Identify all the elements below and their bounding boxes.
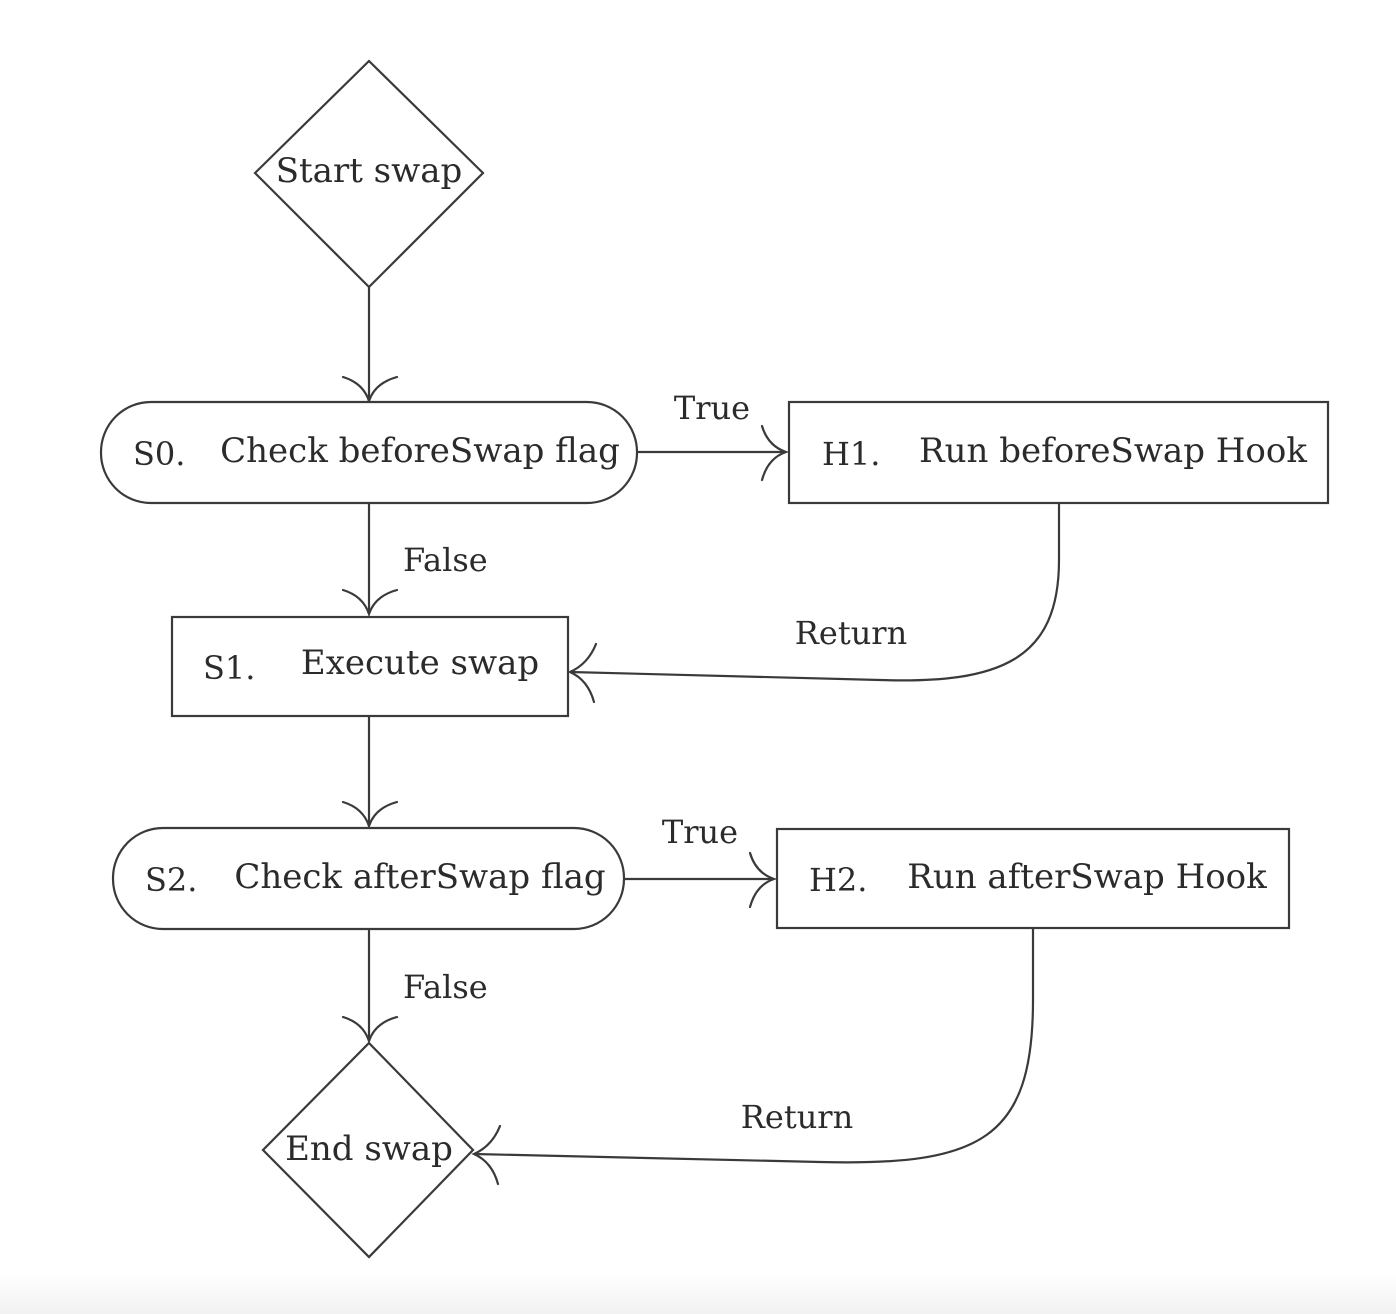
h2-label: Run afterSwap Hook — [907, 857, 1267, 897]
start-node: Start swap — [253, 59, 485, 289]
h1-box — [787, 400, 1330, 505]
edge-label-h1-return: Return — [795, 614, 907, 652]
s1-node: S1. Execute swap — [170, 615, 570, 718]
h2-id: H2. — [809, 861, 867, 899]
arrowhead-s0-to-h1 — [760, 424, 790, 482]
edge-label-s0-true: True — [674, 389, 750, 427]
page-bottom-shadow — [0, 1272, 1396, 1314]
arrowhead-s2-to-end — [341, 1015, 399, 1045]
end-diamond — [261, 1041, 475, 1259]
end-label: End swap — [285, 1129, 453, 1169]
s1-box — [170, 615, 570, 718]
s2-label: Check afterSwap flag — [234, 857, 605, 897]
h1-label: Run beforeSwap Hook — [919, 431, 1307, 471]
end-node: End swap — [261, 1041, 475, 1259]
h1-id: H1. — [822, 435, 880, 473]
s1-id: S1. — [203, 649, 255, 687]
s0-node: S0. Check beforeSwap flag — [99, 400, 639, 505]
s0-pill — [99, 400, 639, 505]
s1-label: Execute swap — [301, 643, 539, 683]
h2-box — [775, 827, 1291, 930]
h2-node: H2. Run afterSwap Hook — [775, 827, 1291, 930]
edge-label-s0-false: False — [403, 541, 488, 579]
arrowhead-h2-to-end — [471, 1124, 502, 1186]
arrowhead-s1-to-s2 — [341, 800, 399, 830]
edge-label-h2-return: Return — [741, 1098, 853, 1136]
edge-h1-to-s1 — [569, 504, 1061, 682]
edge-h2-to-end — [473, 928, 1035, 1164]
s2-pill — [111, 826, 626, 931]
start-diamond — [253, 59, 485, 289]
arrowhead-s2-to-h2 — [748, 851, 778, 909]
start-label: Start swap — [276, 151, 463, 191]
arrowhead-h1-to-s1 — [567, 642, 598, 704]
h1-node: H1. Run beforeSwap Hook — [787, 400, 1330, 505]
s2-node: S2. Check afterSwap flag — [111, 826, 626, 931]
s0-label: Check beforeSwap flag — [220, 431, 620, 471]
s2-id: S2. — [145, 861, 197, 899]
edge-label-s2-false: False — [403, 968, 488, 1006]
edge-label-s2-true: True — [662, 813, 738, 851]
s0-id: S0. — [133, 435, 185, 473]
arrowhead-s0-to-s1 — [341, 588, 399, 618]
